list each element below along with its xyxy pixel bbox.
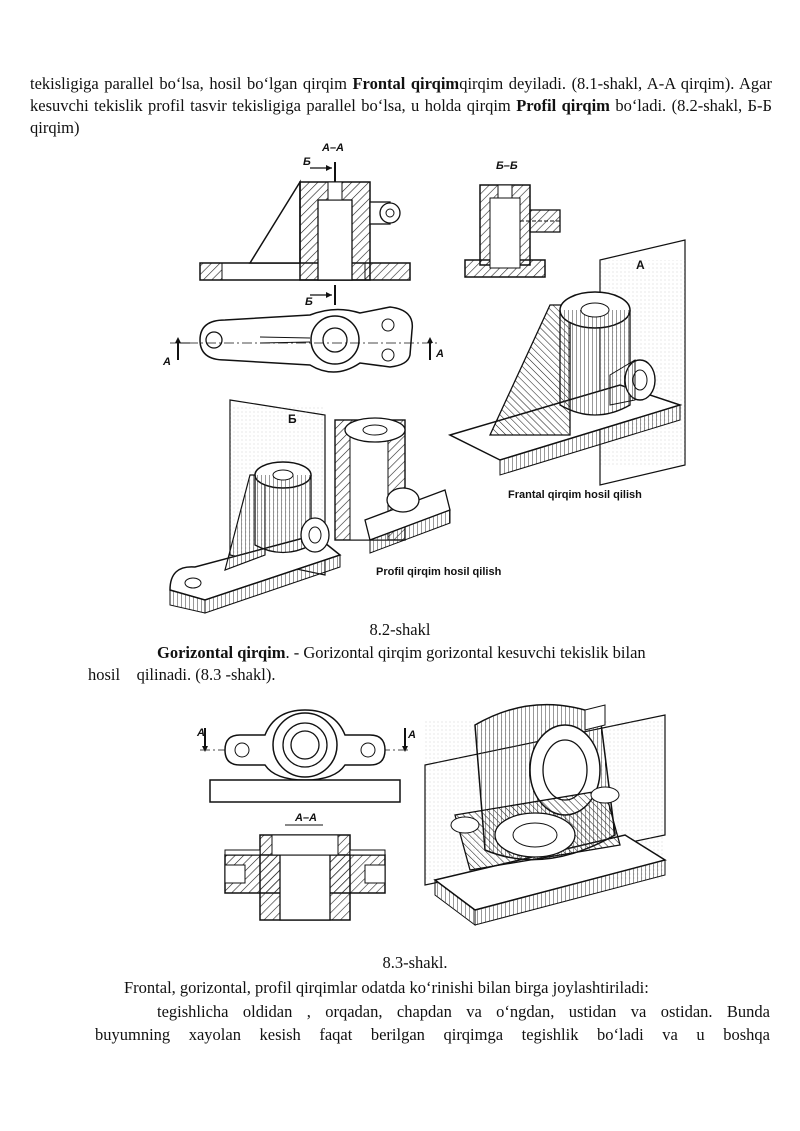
term-gorizontal: Gorizontal qirqim <box>157 643 286 662</box>
intro-text-2: qirqim deyiladi. (8.1-shakl, A-A qirqim)… <box>30 74 772 115</box>
profile-section-drawing <box>464 184 561 278</box>
horizontal-views-drawing <box>200 709 410 921</box>
caption-profile-section: Profil qirqim hosil qilish <box>376 566 502 578</box>
label-cut-A-right-83: A <box>408 729 416 741</box>
label-cut-A-left: A <box>163 356 171 368</box>
closing-line-1: Frontal, gorizontal, profil qirqimlar od… <box>124 978 649 997</box>
label-plane-B: Б <box>288 412 297 426</box>
label-section-AA: A–A <box>322 142 345 154</box>
label-section-AA-83: A–A <box>295 812 318 824</box>
figure-8-3-caption: 8.3-shakl. <box>382 953 448 972</box>
frontal-isometric-drawing <box>447 239 686 486</box>
term-profil: Profil qirqim <box>516 96 610 115</box>
figure-8-2-caption: 8.2-shakl <box>369 620 431 639</box>
horizontal-section-line2: hosil qilinadi. (8.3 -shakl). <box>88 665 276 684</box>
horizontal-section-line1: Gorizontal qirqim. - Gorizontal qirqim g… <box>157 642 646 664</box>
label-cut-A-right: A <box>436 348 444 360</box>
label-section-BB: Б–Б <box>496 160 518 172</box>
profile-isometric-drawing <box>169 399 451 614</box>
plan-view-drawing <box>170 285 440 373</box>
horizontal-isometric-drawing <box>424 703 667 926</box>
term-frontal: Frontal qirqim <box>352 74 460 93</box>
horizontal-text-a: . - Gorizontal qirqim gorizontal kesuvch… <box>285 643 646 662</box>
label-plane-A: A <box>636 258 645 272</box>
label-cut-A-left-83: A <box>197 727 205 739</box>
closing-line-2: tegishlicha oldidan , orqadan, chapdan v… <box>157 1002 770 1021</box>
intro-text-1: tekisligiga parallel bo‘lsa, hosil bo‘lg… <box>30 74 353 93</box>
caption-frontal-section: Frantal qirqim hosil qilish <box>508 489 642 501</box>
front-section-drawing <box>199 162 411 281</box>
label-cut-B-plan: Б <box>305 296 313 308</box>
closing-line-3: buyumning xayolan kesish faqat berilgan … <box>95 1025 770 1044</box>
intro-text-3: bo‘ladi. (8.2-shakl, Б-Б qirqim) <box>30 96 772 137</box>
intro-paragraph: tekisligiga parallel bo‘lsa, hosil bo‘lg… <box>30 73 772 139</box>
label-cut-B-top: Б <box>303 156 311 168</box>
